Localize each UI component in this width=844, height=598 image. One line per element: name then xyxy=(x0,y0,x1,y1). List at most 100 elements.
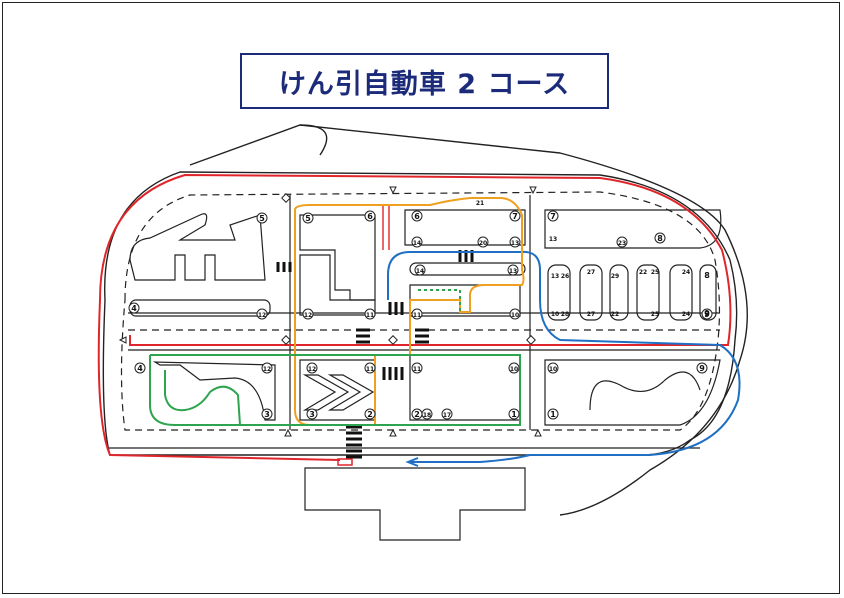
marker-1b xyxy=(547,408,559,420)
marker-6a xyxy=(364,210,376,222)
route-blue-arrow xyxy=(405,457,419,467)
slot-6 xyxy=(699,264,717,321)
marker-10b xyxy=(508,362,520,374)
route-green xyxy=(149,354,521,426)
marker-2a xyxy=(364,408,376,420)
label-10c: 10 xyxy=(549,366,557,373)
block-14-13 xyxy=(409,262,526,276)
label-11d: 11 xyxy=(413,366,421,373)
marker-12a xyxy=(256,308,268,320)
label-21: 21 xyxy=(476,200,484,207)
marker-11d xyxy=(411,362,423,374)
label-5b: 5 xyxy=(305,214,311,223)
label-5a: 5 xyxy=(259,214,265,223)
route-green-dotted xyxy=(418,289,461,312)
marker-13b xyxy=(507,264,519,276)
label-17: 17 xyxy=(443,412,451,419)
marker-11b xyxy=(411,308,423,320)
building xyxy=(304,467,526,541)
outer-road-inner xyxy=(120,191,721,431)
block-lower-left xyxy=(152,361,276,421)
label-25b: 25 xyxy=(651,311,659,318)
label-2b: 2 xyxy=(414,410,420,419)
block-upper-left xyxy=(129,213,266,281)
slot-2 xyxy=(579,264,603,321)
label-9a: 9 xyxy=(704,310,710,319)
label-12a: 12 xyxy=(258,312,266,319)
marker-18 xyxy=(421,408,433,420)
s-curve-right xyxy=(589,371,701,411)
label-7a: 7 xyxy=(512,212,518,221)
route-blue xyxy=(387,250,741,463)
marker-4a xyxy=(128,302,140,314)
road-markers xyxy=(118,186,542,437)
route-orange xyxy=(294,197,525,426)
marker-10c xyxy=(547,362,559,374)
corner-markers xyxy=(128,210,713,420)
label-23: 23 xyxy=(618,240,626,247)
marker-9 xyxy=(701,308,713,320)
slot-4 xyxy=(636,264,660,321)
label-29a: 29 xyxy=(611,273,619,280)
marker-12d xyxy=(306,362,318,374)
label-13b: 13 xyxy=(509,268,517,275)
slot-1 xyxy=(547,264,571,321)
marker-12c xyxy=(261,362,273,374)
label-1b: 1 xyxy=(550,410,556,419)
block-upper-center xyxy=(404,209,526,246)
marker-1a xyxy=(508,408,520,420)
label-9b: 9 xyxy=(699,364,705,373)
marker-13a xyxy=(509,236,521,248)
label-14b: 14 xyxy=(416,268,424,275)
route-red xyxy=(97,173,732,461)
marker-14a xyxy=(411,236,423,248)
label-18: 18 xyxy=(423,412,431,419)
label-11a: 11 xyxy=(366,312,374,319)
course-title: けん引自動車 2 コース xyxy=(240,53,609,109)
route-green-inner xyxy=(164,370,241,426)
marker-7a xyxy=(509,210,521,222)
label-26a: 26 xyxy=(561,273,569,280)
marker-12b xyxy=(302,308,314,320)
label-8: 8 xyxy=(657,234,663,243)
label-7b: 7 xyxy=(550,212,556,221)
label-3b: 3 xyxy=(309,410,315,419)
marker-9b xyxy=(696,362,708,374)
label-10a: 10 xyxy=(511,312,519,319)
label-4b: 4 xyxy=(137,364,143,373)
label-22a: 22 xyxy=(639,269,647,276)
marker-23 xyxy=(616,236,628,248)
marker-11a xyxy=(364,308,376,320)
label-24b: 24 xyxy=(682,311,690,318)
label-10d: 10 xyxy=(551,311,559,318)
block-center-upper xyxy=(299,214,376,301)
label-10b: 10 xyxy=(510,366,518,373)
label-6b: 6 xyxy=(414,212,420,221)
marker-5a xyxy=(256,212,268,224)
label-11b: 11 xyxy=(413,312,421,319)
label-11c: 11 xyxy=(366,366,374,373)
marker-3b xyxy=(306,408,318,420)
label-12b: 12 xyxy=(304,312,312,319)
label-12c: 12 xyxy=(263,366,271,373)
label-3a: 3 xyxy=(264,410,270,419)
label-13d: 13 xyxy=(549,236,557,243)
label-12d: 12 xyxy=(308,366,316,373)
marker-10a xyxy=(509,308,521,320)
label-6a: 6 xyxy=(367,212,373,221)
marker-3a xyxy=(261,408,273,420)
marker-11c xyxy=(364,362,376,374)
marker-labels: 5 5 6 6 7 7 8 4 12 12 11 11 10 9 4 12 12… xyxy=(131,200,710,419)
label-22b: 22 xyxy=(611,311,619,318)
label-8b: 8 xyxy=(704,271,710,280)
block-center-upper2 xyxy=(299,254,376,316)
label-13c: 13 xyxy=(551,273,559,280)
label-27a: 27 xyxy=(587,269,595,276)
label-13a: 13 xyxy=(511,240,519,247)
slot-5 xyxy=(669,264,693,321)
label-1a: 1 xyxy=(511,410,517,419)
marker-14b xyxy=(414,264,426,276)
marker-17 xyxy=(441,408,453,420)
